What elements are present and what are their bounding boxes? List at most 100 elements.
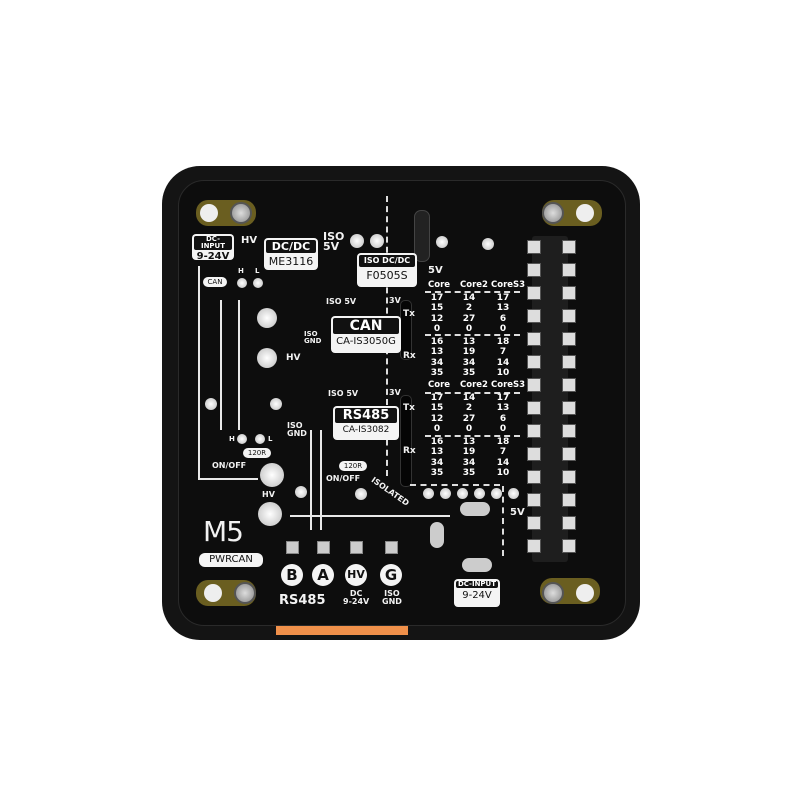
tx-label: Tx [403,309,415,319]
pin-number: 14 [462,393,476,403]
l-label: L [255,267,260,275]
pad [350,234,364,248]
header-pin [562,355,576,369]
pin-number: 12 [430,313,444,324]
iso-dcdc-chip-label: ISO DC/DC F0505S [357,253,417,287]
header-pin [562,309,576,323]
header-pin [562,286,576,300]
iso-gnd-label: ISO GND [382,589,402,606]
rs485-label: RS485 [279,593,326,608]
dc-range-label: DC 9-24V [343,589,370,606]
pin-number: 18 [496,337,510,347]
header-pin [527,470,541,484]
mount-hole [576,584,594,602]
l-label: L [268,435,273,443]
pin-number: 35 [430,467,444,478]
crystal [460,502,490,516]
pin-number: 7 [499,447,507,458]
dcdc-chip-label: DC/DC ME3116 [264,238,318,270]
pin-number: 18 [496,437,510,447]
pin-number: 13 [430,447,444,458]
pad-h [237,434,247,444]
crystal [462,558,492,572]
rx-label: Rx [403,351,416,361]
pad [257,348,277,368]
pin-number: 16 [430,437,444,447]
pin-number: 27 [462,313,476,324]
pin-number: 35 [462,467,476,478]
can-tag: CAN [203,277,227,287]
hv-label: HV [286,353,301,363]
pad [491,488,502,499]
header-pin [562,424,576,438]
pin-number: 34 [462,457,476,468]
pin-number: 0 [433,423,441,434]
120r-label: 120R [243,448,271,458]
slot [400,395,412,487]
header-pin [527,493,541,507]
pin-number: 19 [462,447,476,458]
iso-5v-pin: ISO 5V [328,389,359,398]
dcdc-title: DC/DC [266,240,316,253]
column-header: Core [428,280,451,290]
pin-number: 14 [462,293,476,303]
pin-number: 34 [430,457,444,468]
header-pin [527,286,541,300]
pin-number: 13 [430,347,444,358]
column-header: Core [428,380,451,390]
h-label: H [238,267,244,275]
dc-input-label: DC-INPUT 9-24V [192,234,234,262]
pin-number: 13 [462,337,476,347]
dc-input-title: DC-INPUT [456,580,498,588]
terminal-pad [350,541,363,554]
header-pin [527,240,541,254]
iso-5v-label: ISO 5V [323,230,345,253]
pin-number: 2 [465,403,473,414]
header-pin [527,539,541,553]
pin-number: 35 [462,367,476,378]
pad [436,236,448,248]
header-pin [527,401,541,415]
dc-input-label: DC-INPUT 9-24V [454,579,500,607]
dc-input-value: 9-24V [196,251,230,262]
trace [198,478,258,480]
pad [370,234,384,248]
pad [423,488,434,499]
column-header: CoreS3 [491,380,526,390]
header-pin [562,401,576,415]
pin-number: 35 [430,367,444,378]
isolation-line [502,486,504,556]
table-divider [425,291,520,293]
iso-5v-pin: ISO 5V [326,297,357,306]
screw-icon [542,582,564,604]
header-pin [527,332,541,346]
pad [258,502,282,526]
column-header: Core2 [460,280,488,290]
3v-pin: 3V [389,296,401,305]
pin-number: 13 [496,303,510,314]
header-pin [527,309,541,323]
mount-hole [576,204,594,222]
pad [295,486,307,498]
trace [290,515,450,517]
pin-number: 16 [430,337,444,347]
header-pin [562,470,576,484]
5v-label: 5V [428,265,443,276]
header-pin [527,447,541,461]
rs485-chip-label: RS485 CA-IS3082 [333,406,399,440]
dc-input-title: DC-INPUT [194,236,232,250]
pad [260,463,284,487]
pad [508,488,519,499]
pin-number: 10 [496,367,510,378]
pin-number: 34 [430,357,444,368]
hv-label: HV [262,490,275,499]
header-pin [562,516,576,530]
pin-number: 6 [499,313,507,324]
pad [457,488,468,499]
column-header: CoreS3 [491,280,526,290]
terminal-pad [286,541,299,554]
pin-number: 17 [430,293,444,303]
terminal-letter: A [312,564,334,586]
trace [320,430,322,530]
pad-l [255,434,265,444]
